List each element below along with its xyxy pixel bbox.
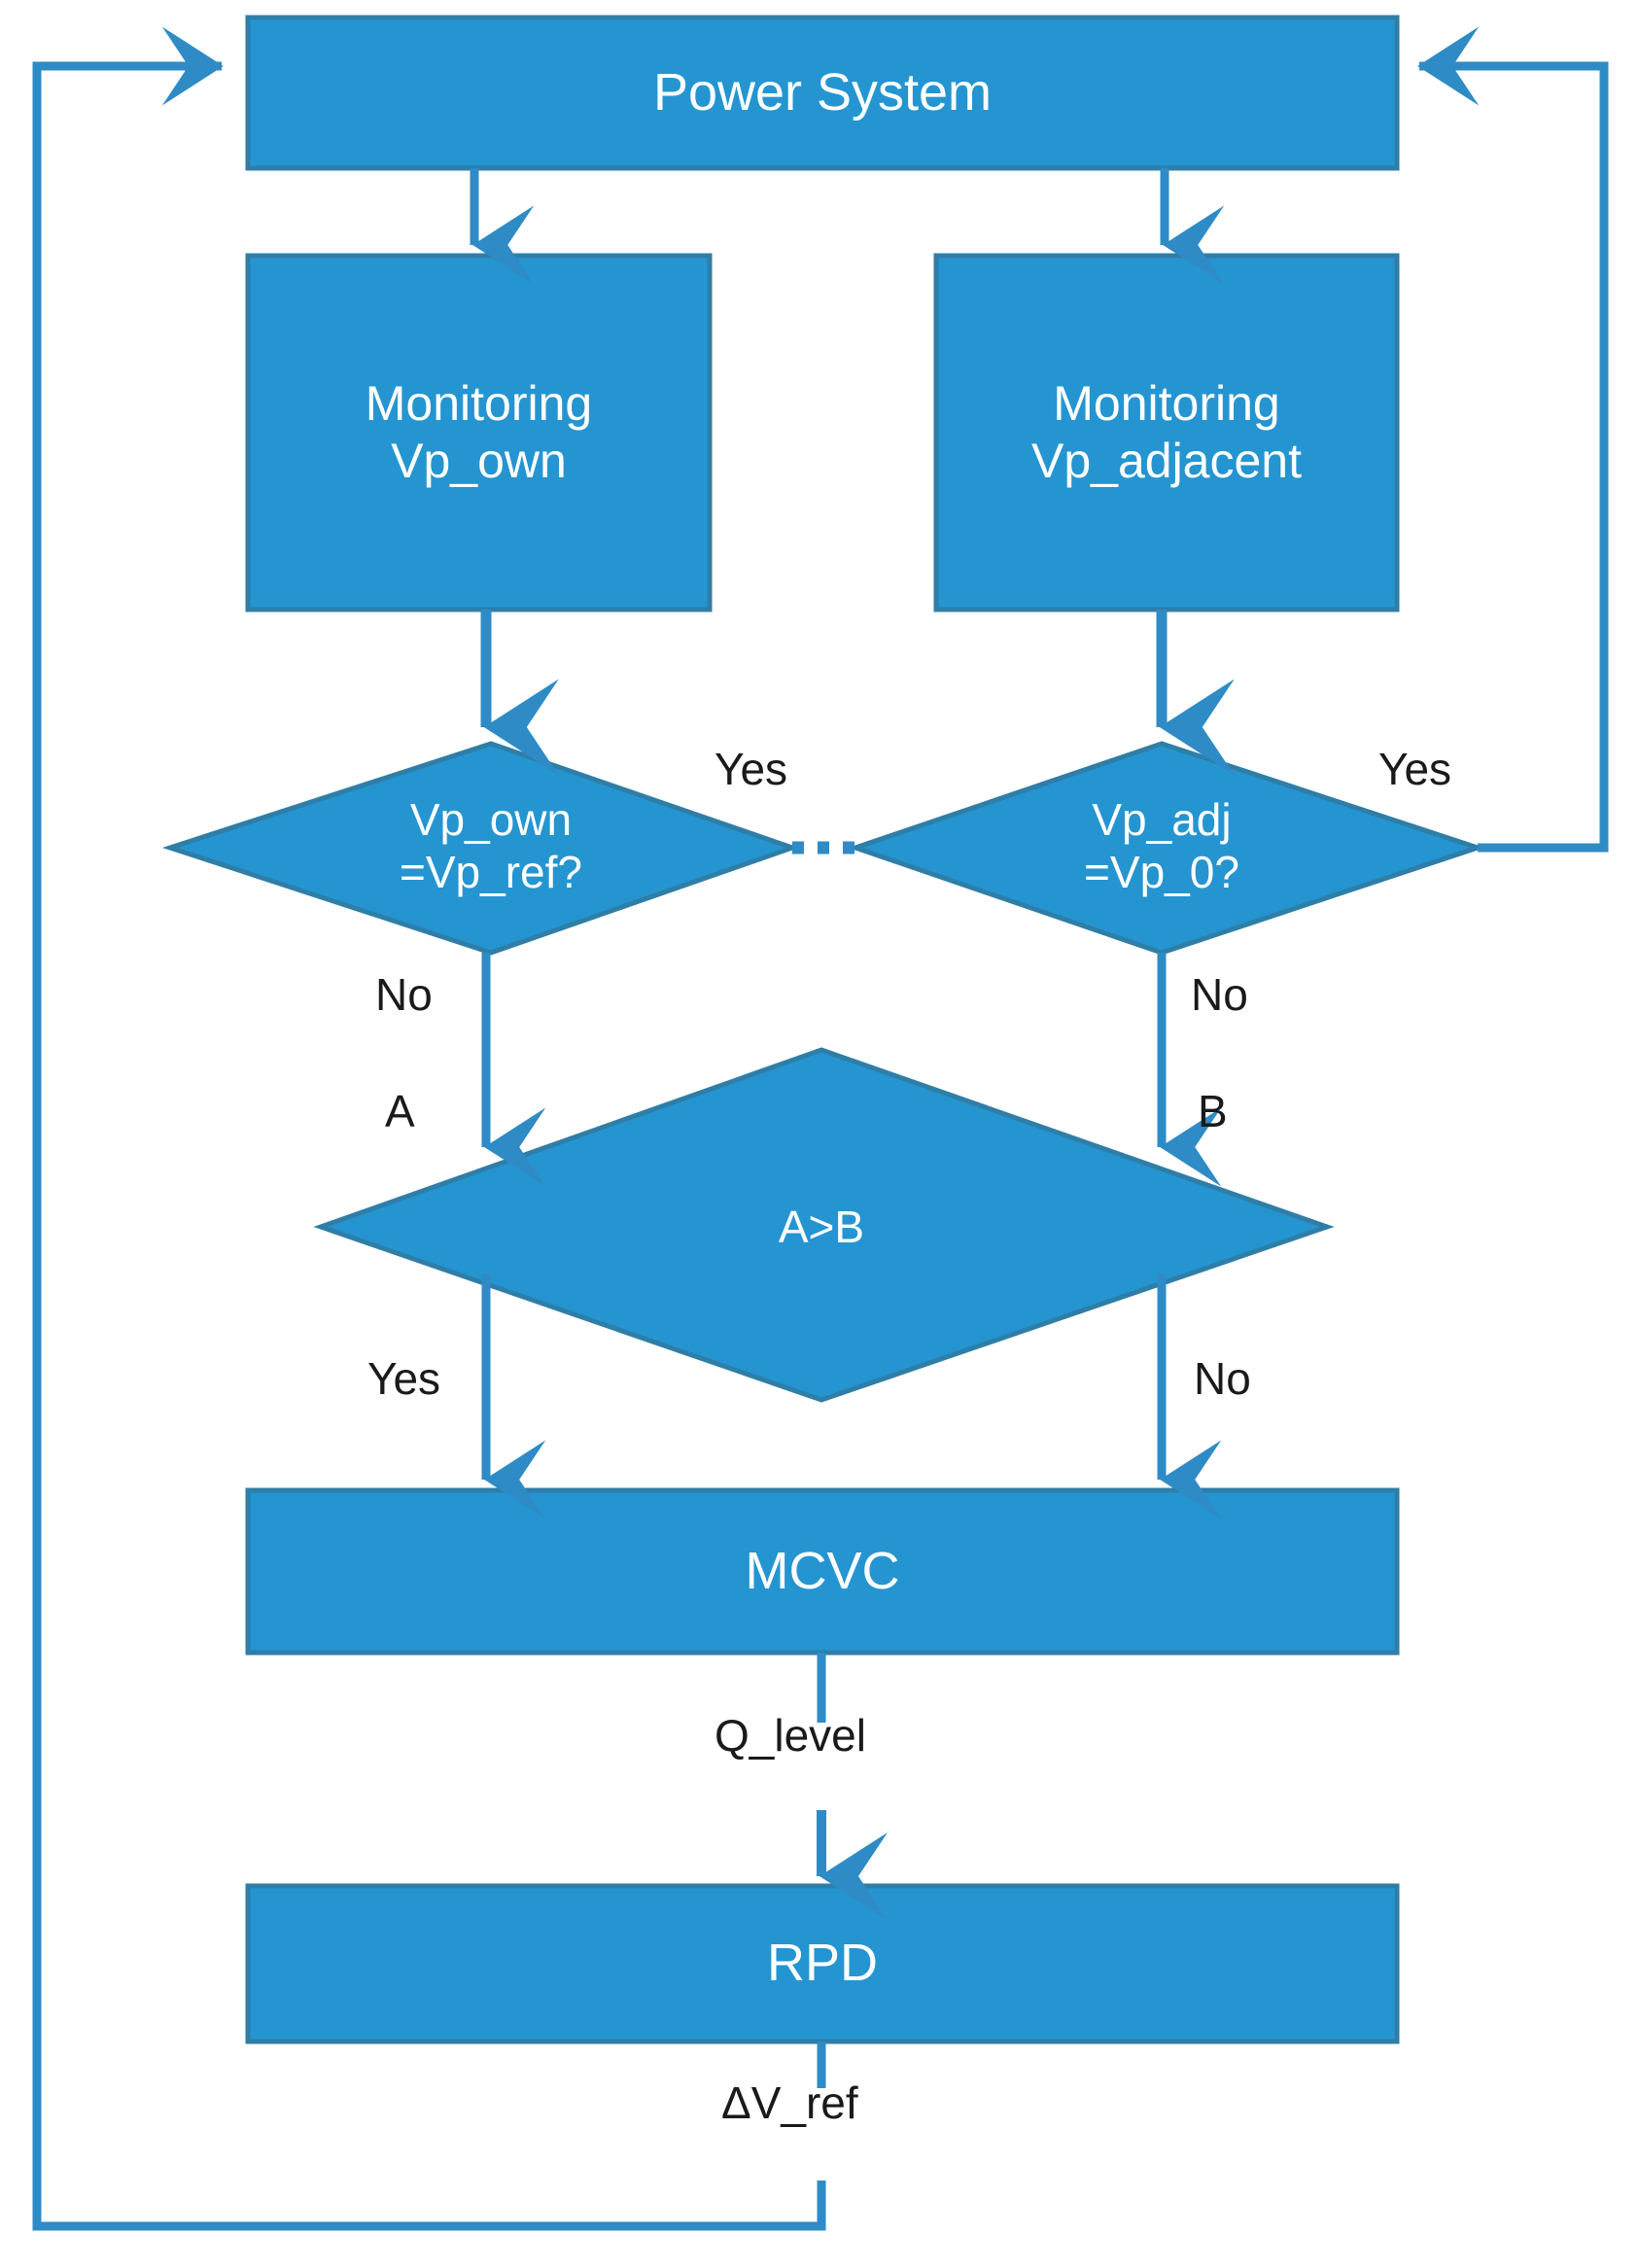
node-mcvc-shape [245, 1487, 1400, 1656]
node-monitoring-adjacent-shape [933, 253, 1400, 612]
node-check-vp-own-shape [161, 741, 800, 956]
node-compare-ab-shape [313, 1047, 1335, 1403]
connector-check-adj-yes-to-power [1417, 26, 1609, 853]
connector-feedback-to-power-system [32, 26, 826, 2231]
node-rpd-shape [245, 1883, 1400, 2044]
node-check-vp-adj-shape [848, 741, 1485, 956]
node-power-system-shape [245, 15, 1400, 171]
node-monitoring-own-shape [245, 253, 713, 612]
